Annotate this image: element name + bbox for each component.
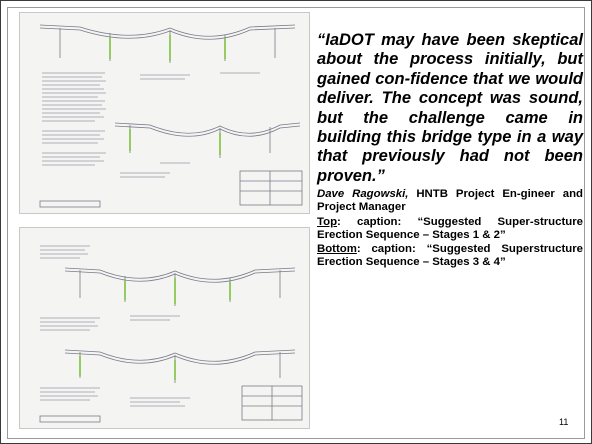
text-column: “IaDOT may have been skeptical about the… bbox=[317, 31, 583, 269]
page-number: 11 bbox=[559, 417, 568, 427]
caption-top: Top: caption: “Suggested Super-structure… bbox=[317, 216, 583, 242]
caption-top-label: Top bbox=[317, 216, 337, 228]
drawing-stages-3-4 bbox=[20, 228, 309, 428]
erection-sequence-drawing-top bbox=[19, 12, 310, 214]
quote-text: “IaDOT may have been skeptical about the… bbox=[317, 31, 583, 186]
attribution-name: Dave Ragowski, bbox=[317, 188, 408, 200]
caption-bottom: Bottom: caption: “Suggested Superstructu… bbox=[317, 243, 583, 269]
erection-sequence-drawing-bottom bbox=[19, 227, 310, 429]
caption-bottom-label: Bottom bbox=[317, 243, 357, 255]
attribution: Dave Ragowski, HNTB Project En-gineer an… bbox=[317, 188, 583, 214]
drawing-stages-1-2 bbox=[20, 13, 309, 213]
caption-top-text: : caption: “Suggested Super-structure Er… bbox=[317, 216, 583, 241]
caption-bottom-text: : caption: “Suggested Superstructure Ere… bbox=[317, 243, 583, 268]
